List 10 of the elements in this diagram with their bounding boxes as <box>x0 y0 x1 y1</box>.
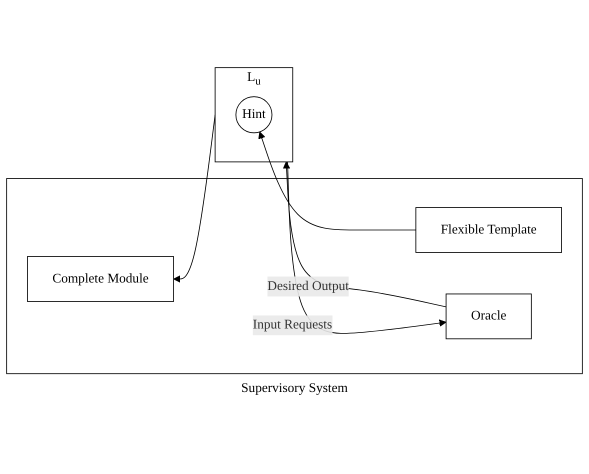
node-label: Supervisory System <box>241 380 348 396</box>
node-box: Flexible Template <box>415 206 562 253</box>
arrow <box>258 131 416 230</box>
edge-label: Input Requests <box>252 318 332 332</box>
cluster <box>6 178 583 374</box>
node-box: Complete Module <box>27 256 174 302</box>
edge-label: Desired Output <box>267 278 349 293</box>
node-box: Oracle <box>446 293 532 339</box>
node-circle: Hint <box>235 96 272 133</box>
arrow <box>173 114 216 282</box>
